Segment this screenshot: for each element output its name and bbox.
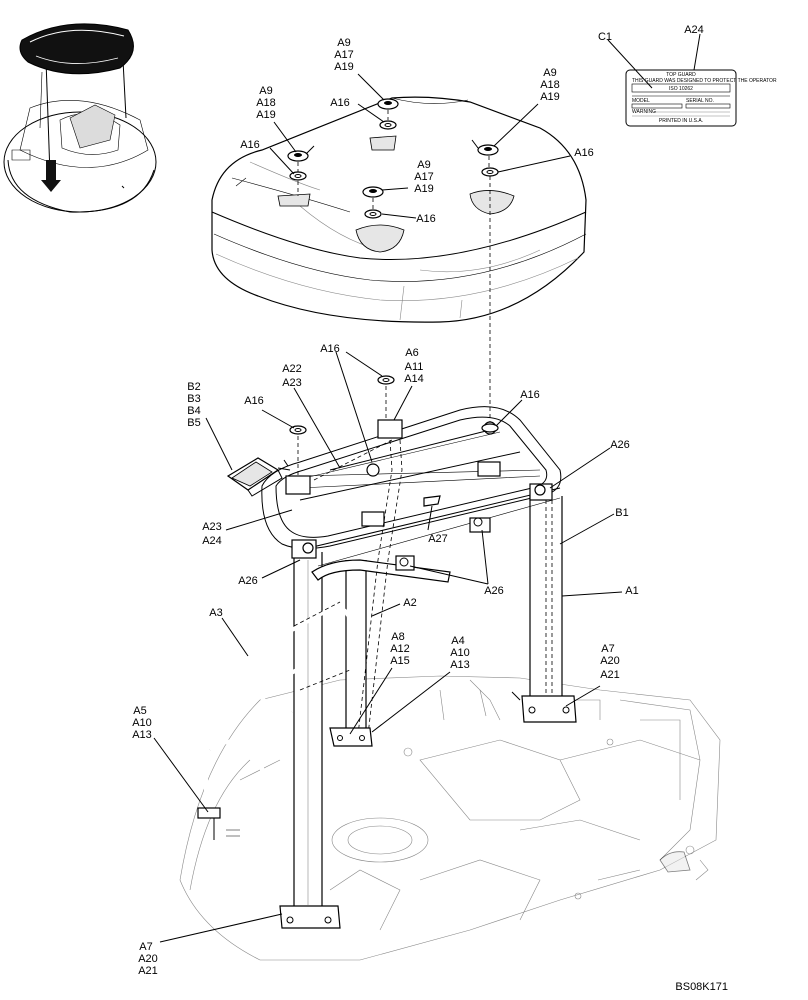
callout-center-a17: A17 [414, 171, 434, 183]
decal-title: TOP GUARD [666, 72, 696, 78]
decal-field2: SERIAL NO. [686, 98, 714, 104]
callout-a12: A12 [390, 643, 410, 655]
callout-right-a20: A20 [600, 655, 620, 667]
decal-warning: WARNING [632, 109, 656, 115]
leader-lines [153, 33, 701, 943]
callout-a10-lower: A10 [132, 717, 152, 729]
canopy-assembly-paths [297, 110, 491, 428]
callout-midleft-a16: A16 [244, 395, 264, 407]
callout-a23: A23 [282, 377, 302, 389]
callout-a13: A13 [450, 659, 470, 671]
inset-machine-illustration [3, 23, 157, 213]
callout-b2: B2 [187, 381, 200, 393]
callout-top-a9: A9 [337, 37, 350, 49]
callout-a6: A6 [405, 347, 418, 359]
callout-top-a17: A17 [334, 49, 354, 61]
callout-b1: B1 [615, 507, 628, 519]
callout-a27: A27 [428, 533, 448, 545]
callout-bottom-a21: A21 [138, 965, 158, 977]
callout-a10: A10 [450, 647, 470, 659]
callout-a22: A22 [282, 363, 302, 375]
callout-a2: A2 [403, 597, 416, 609]
rops-frame [261, 406, 577, 929]
callout-top-a16: A16 [330, 97, 350, 109]
callout-center-a19: A19 [414, 183, 434, 195]
callout-a13-lower: A13 [132, 729, 152, 741]
callout-center-a16: A16 [416, 213, 436, 225]
callout-a14: A14 [404, 373, 424, 385]
callout-midright-a16: A16 [520, 389, 540, 401]
callout-center-a9: A9 [417, 159, 430, 171]
callout-left-a26: A26 [238, 575, 258, 587]
callout-b3: B3 [187, 393, 200, 405]
callout-c1: C1 [598, 31, 612, 43]
decal-field1: MODEL [632, 98, 650, 104]
callout-right-a7: A7 [601, 643, 614, 655]
callout-a8: A8 [391, 631, 404, 643]
decal-footer: PRINTED IN U.S.A. [659, 118, 703, 124]
callout-b4: B4 [187, 405, 200, 417]
callout-left-a9: A9 [259, 85, 272, 97]
callout-a3: A3 [209, 607, 222, 619]
handrail-a3 [197, 601, 352, 840]
callout-bottom-a20: A20 [138, 953, 158, 965]
callout-b5: B5 [187, 417, 200, 429]
callout-right-a18: A18 [540, 79, 560, 91]
callout-bottom-a26: A26 [484, 585, 504, 597]
callout-right-a26: A26 [610, 439, 630, 451]
callout-a11: A11 [405, 361, 424, 373]
callout-a1: A1 [625, 585, 638, 597]
callout-right-a16: A16 [574, 147, 594, 159]
callout-bottom-a7: A7 [139, 941, 152, 953]
machine-chassis [179, 675, 721, 961]
top-guard-decal: TOP GUARD THIS GUARD WAS DESIGNED TO PRO… [625, 69, 777, 127]
callout-a4: A4 [451, 635, 464, 647]
callout-right-a19: A19 [540, 91, 560, 103]
work-light [226, 457, 291, 497]
decal-line1: THIS GUARD WAS DESIGNED TO PROTECT THE O… [632, 78, 777, 84]
decal-line2: ISO 10262 [669, 86, 693, 92]
callout-mid-a16: A16 [320, 343, 340, 355]
canopy-top [211, 96, 587, 323]
callout-right-a21: A21 [600, 669, 620, 681]
callout-a24-lower: A24 [202, 535, 222, 547]
drawing-id: BS08K171 [675, 981, 728, 993]
callout-left-a16: A16 [240, 139, 260, 151]
callout-top-a19: A19 [334, 61, 354, 73]
callout-labels: A24 C1 A9 A17 A19 A16 A9 A18 A19 A16 A9 … [132, 24, 728, 993]
callout-right-a9: A9 [543, 67, 556, 79]
callout-a24: A24 [684, 24, 704, 36]
callout-a15: A15 [390, 655, 410, 667]
callout-a5: A5 [133, 705, 146, 717]
callout-left-a18: A18 [256, 97, 276, 109]
callout-left-a19: A19 [256, 109, 276, 121]
callout-a23-lower: A23 [202, 521, 222, 533]
